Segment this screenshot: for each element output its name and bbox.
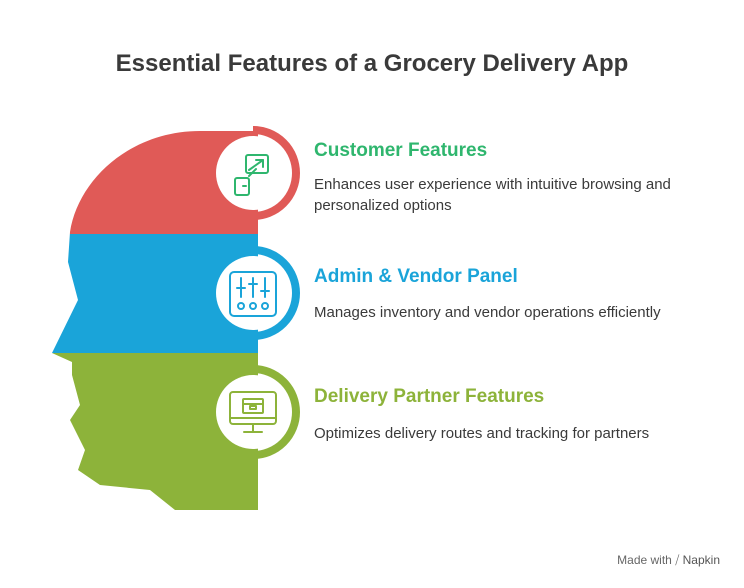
- napkin-brand: Napkin: [682, 553, 720, 567]
- made-with-label: Made with: [617, 553, 672, 567]
- sliders-icon: [229, 271, 277, 317]
- delivery-icon-badge: [216, 365, 300, 459]
- admin-vendor-panel-title: Admin & Vendor Panel: [314, 266, 518, 287]
- transfer-icon: [234, 154, 269, 196]
- napkin-logo-icon: ⧸: [675, 553, 680, 567]
- delivery-partner-features-description: Optimizes delivery routes and tracking f…: [314, 425, 650, 442]
- delivery-partner-features-title: Delivery Partner Features: [314, 386, 545, 407]
- admin-icon-badge: [216, 246, 300, 340]
- customer-icon-badge: [216, 126, 300, 220]
- page-title: Essential Features of a Grocery Delivery…: [115, 50, 629, 77]
- admin-vendor-panel-description: Manages inventory and vendor operations …: [314, 304, 661, 321]
- monitor-box-icon: [229, 391, 277, 433]
- head-section-delivery: [52, 353, 258, 510]
- made-with-napkin: Made with ⧸ Napkin: [617, 553, 720, 568]
- customer-features-description: Enhances user experience with intuitive …: [314, 176, 671, 214]
- customer-features-title: Customer Features: [314, 140, 488, 161]
